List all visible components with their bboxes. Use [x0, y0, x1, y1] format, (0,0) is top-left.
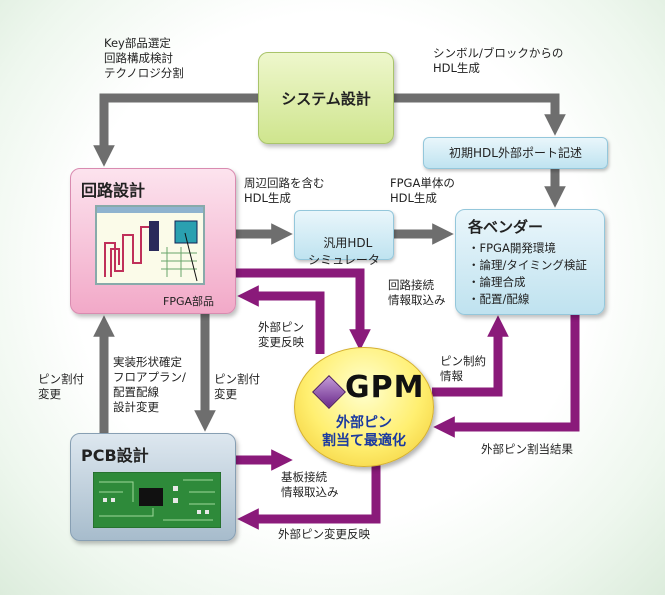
fpga-part-label: FPGA部品 [163, 295, 215, 308]
gpm-subtitle: 外部ピン 割当て最適化 [322, 415, 406, 449]
vendor-title: 各ベンダー [468, 218, 544, 236]
hdl-simulator-box: 汎用HDL シミュレータ [294, 210, 394, 267]
pcb-board-icon [93, 472, 221, 528]
initial-hdl-box: 初期HDL外部ポート記述 [423, 137, 608, 169]
arrow-system-to-initial-hdl [394, 93, 566, 136]
hdl-simulator-label: 汎用HDL シミュレータ [308, 236, 380, 267]
circuit-design-title: 回路設計 [81, 181, 146, 200]
symbol-hdl-label: シンボル/ブロックからの HDL生成 [433, 46, 564, 75]
vendor-box: 各ベンダー ・FPGA開発環境 ・論理/タイミング検証 ・論理合成 ・配置/配線 [455, 209, 605, 315]
circuit-connection-label: 回路接続 情報取込み [388, 278, 446, 307]
system-design-box: システム設計 [258, 52, 394, 144]
pcb-design-title: PCB設計 [81, 446, 149, 465]
schematic-screen-icon [95, 205, 205, 285]
arrow-gpm-to-circuit [237, 285, 325, 354]
board-connection-label: 基板接続 情報取込み [281, 470, 339, 499]
arrow-vendor-to-gpm [433, 315, 580, 438]
vendor-tool-list: ・FPGA開発環境 ・論理/タイミング検証 ・論理合成 ・配置/配線 [468, 240, 587, 308]
ext-pin-change-feedback-bottom-label: 外部ピン変更反映 [278, 527, 370, 541]
pin-constraint-label: ピン制約 情報 [440, 354, 486, 383]
gpm-logo-icon [312, 375, 346, 409]
ext-pin-assign-result-label: 外部ピン割当結果 [481, 442, 573, 456]
vendor-tool-item: ・配置/配線 [468, 292, 530, 306]
vendor-tool-item: ・FPGA開発環境 [468, 241, 556, 255]
pin-assign-change-mid-label: ピン割付 変更 [214, 372, 260, 401]
gpm-circle: GPM 外部ピン 割当て最適化 [294, 347, 434, 467]
circuit-design-box: 回路設計 FPGA部品 [70, 168, 236, 314]
peripheral-hdl-label: 周辺回路を含む HDL生成 [244, 176, 325, 205]
gpm-logo-text: GPM [345, 370, 425, 405]
arrow-gpm-to-pcb [237, 465, 381, 530]
pin-assign-change-left-label: ピン割付 変更 [38, 372, 84, 401]
arrow-gpm-to-vendor [432, 315, 509, 397]
fpga-only-hdl-label: FPGA単体の HDL生成 [390, 176, 455, 205]
initial-hdl-label: 初期HDL外部ポート記述 [449, 146, 582, 160]
mount-shape-label: 実装形状確定 フロアプラン/ 配置配線 設計変更 [113, 355, 186, 414]
vendor-tool-item: ・論理/タイミング検証 [468, 258, 587, 272]
pcb-design-box: PCB設計 [70, 433, 236, 541]
key-parts-label: Key部品選定 回路構成検討 テクノロジ分割 [104, 36, 184, 80]
ext-pin-change-feedback-top-label: 外部ピン 変更反映 [258, 320, 304, 349]
arrow-system-to-circuit [93, 93, 258, 167]
arrow-circuit-to-gpm [236, 268, 371, 351]
system-design-title: システム設計 [281, 89, 371, 108]
vendor-tool-item: ・論理合成 [468, 275, 526, 289]
